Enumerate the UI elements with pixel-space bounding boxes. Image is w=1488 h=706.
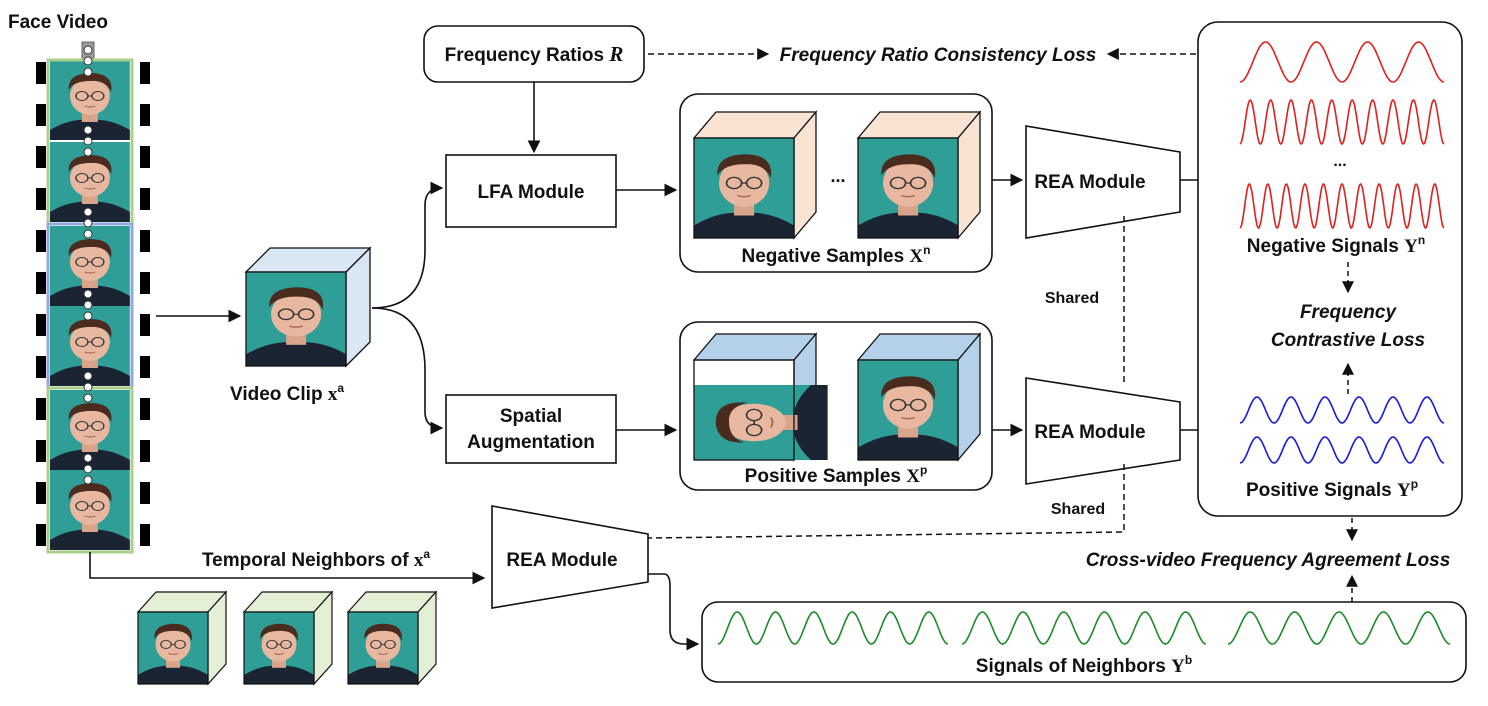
spatial-augmentation-line1: Spatial (500, 406, 562, 427)
positive-signal-2 (1239, 436, 1445, 464)
negative-cube-2 (856, 110, 982, 240)
spatial-augmentation-line2: Augmentation (467, 432, 595, 453)
negative-signal-3 (1239, 182, 1445, 230)
positive-cube-1 (692, 332, 829, 462)
lfa-module-box (445, 154, 617, 228)
face-video-title: Face Video (8, 12, 108, 33)
svg-text:REA Module: REA Module (1034, 422, 1145, 443)
negative-signal-1 (1239, 41, 1445, 83)
neighbor-signal-1 (717, 611, 949, 645)
positive-signals-label: Positive Signals Yp (1246, 477, 1418, 501)
positive-cube-2 (856, 332, 982, 462)
neighbor-signal-3 (1227, 611, 1451, 645)
rea-module-bottom: REA Module (491, 505, 649, 609)
cross-video-loss-label: Cross-video Frequency Agreement Loss (1086, 550, 1451, 571)
negative-signal-2 (1239, 98, 1445, 146)
temporal-neighbors-label: Temporal Neighbors of xa (202, 547, 430, 571)
shared-label-top: Shared (1045, 290, 1099, 307)
shared-label-bottom: Shared (1051, 501, 1105, 518)
svg-text:REA Module: REA Module (1034, 172, 1145, 193)
positive-signal-1 (1239, 396, 1445, 424)
frequency-contrastive-loss-line2: Contrastive Loss (1271, 330, 1425, 351)
negative-samples-ellipsis: ... (830, 166, 845, 186)
neighbor-cube-1 (136, 590, 228, 686)
neighbor-signals-box (701, 601, 1467, 683)
fork-from-clip (371, 181, 444, 435)
frequency-contrastive-loss-line1: Frequency (1300, 302, 1398, 323)
video-clip-label: Video Clip xa (230, 381, 344, 405)
frequency-ratios-label: Frequency Ratios R (445, 42, 624, 66)
arrow-film-to-rea-bottom (89, 552, 486, 585)
negative-signals-ellipsis: ... (1333, 153, 1346, 170)
negative-signals-label: Negative Signals Yn (1247, 233, 1425, 257)
frequency-ratio-loss-label: Frequency Ratio Consistency Loss (780, 45, 1097, 66)
neighbor-cube-3 (346, 590, 438, 686)
shared-link-bottom (647, 464, 1125, 539)
spatial-augmentation-box (445, 394, 617, 464)
negative-samples-label: Negative Samples Xn (742, 243, 931, 267)
neighbor-cube-2 (242, 590, 334, 686)
signals-box (1197, 21, 1463, 517)
arrow-rea-to-neighbor-signals (648, 573, 700, 651)
lfa-module-label: LFA Module (478, 182, 585, 203)
rea-module-middle: REA Module (1025, 377, 1181, 485)
rea-module-top: REA Module (1025, 125, 1181, 239)
neighbor-signals-label: Signals of Neighbors Yb (976, 653, 1192, 677)
negative-cube-1 (692, 110, 818, 240)
neighbor-signal-2 (961, 611, 1207, 645)
face-video-filmstrip (36, 41, 150, 554)
positive-samples-label: Positive Samples Xp (745, 463, 928, 487)
svg-text:REA Module: REA Module (506, 550, 617, 571)
video-clip-cube (244, 246, 372, 368)
